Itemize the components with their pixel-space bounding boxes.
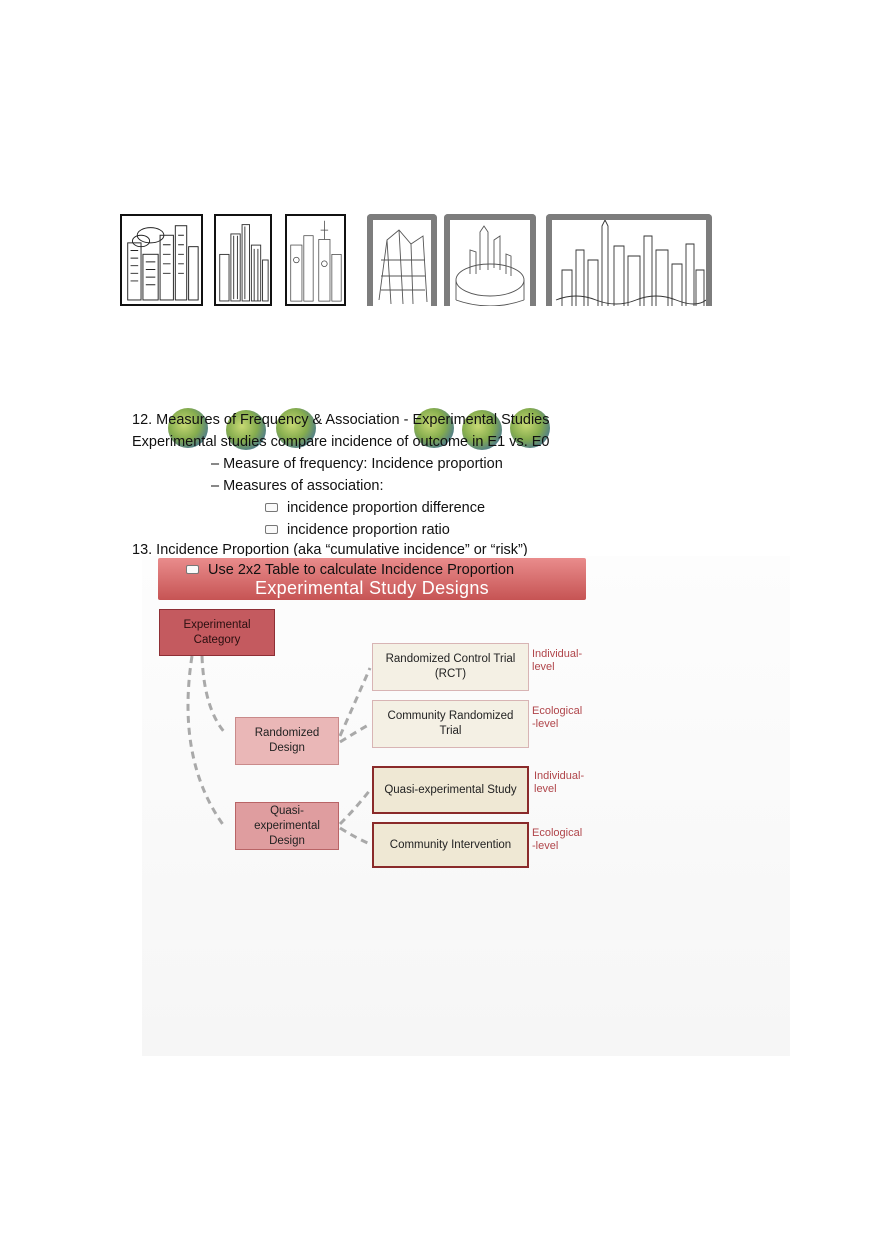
diagram-title: Experimental Study Designs: [255, 578, 489, 598]
city-sketch-3-art: [290, 220, 342, 302]
bullet-icon: [186, 564, 199, 574]
city-sketch-3: [285, 214, 346, 306]
level-label-individual-1: Individual-level: [532, 648, 583, 673]
bullet-difference: incidence proportion difference: [265, 500, 485, 516]
bullet-icon: [265, 502, 278, 512]
slide13-bullet-text: Use 2x2 Table to calculate Incidence Pro…: [208, 562, 515, 578]
connector-randomized-crt: [339, 722, 371, 744]
association-item: – Measures of association:: [211, 478, 384, 494]
city-sketch-2-art: [219, 224, 269, 302]
globe-decoration-3: [276, 408, 316, 448]
city-sketch-5: [444, 214, 536, 306]
city-sketch-2: [214, 214, 272, 306]
slide12-subtitle: Experimental studies compare incidence o…: [132, 434, 550, 450]
community-intervention-box: Community Intervention: [372, 822, 529, 868]
city-sketch-5-art: [455, 225, 525, 306]
quasi-experimental-design-box: Quasi-experimental Design: [235, 802, 339, 850]
city-sketch-1-art: [127, 225, 199, 301]
quasi-experimental-study-box: Quasi-experimental Study: [372, 766, 529, 814]
randomized-design-box: Randomized Design: [235, 717, 339, 765]
city-sketch-1: [120, 214, 203, 306]
globe-decoration-1: [168, 408, 208, 448]
level-label-individual-2: Individual-level: [534, 770, 585, 795]
globe-decoration-2: [226, 410, 266, 450]
slide12-title: 12. Measures of Frequency & Association …: [132, 412, 550, 428]
connector-quasi-ci: [339, 826, 371, 846]
slide13-bullet: Use 2x2 Table to calculate Incidence Pro…: [186, 562, 514, 578]
diagram-banner: Experimental Study Designs: [158, 558, 586, 600]
slide13-title: 13. Incidence Proportion (aka “cumulativ…: [132, 542, 528, 558]
connector-category-quasi: [186, 655, 226, 827]
globe-decoration-6: [510, 408, 550, 448]
city-sketch-6-art: [555, 220, 706, 306]
rct-box: Randomized Control Trial (RCT): [372, 643, 529, 691]
globe-decoration-5: [462, 410, 502, 450]
city-sketch-4: [367, 214, 437, 306]
connector-category-randomized: [200, 655, 228, 736]
frequency-item: – Measure of frequency: Incidence propor…: [211, 456, 503, 472]
bullet-difference-text: incidence proportion difference: [287, 500, 486, 516]
globe-decoration-4: [414, 408, 454, 448]
experimental-category-box: Experimental Category: [159, 609, 275, 656]
connector-randomized-rct: [338, 667, 372, 737]
community-randomized-trial-box: Community Randomized Trial: [372, 700, 529, 748]
bullet-ratio-text: incidence proportion ratio: [287, 522, 450, 538]
level-label-ecological-2: Ecological -level: [532, 827, 583, 852]
connector-quasi-qes: [338, 789, 372, 826]
city-sketch-4-art: [378, 229, 428, 305]
bullet-ratio: incidence proportion ratio: [265, 522, 450, 538]
city-sketch-6: [546, 214, 712, 306]
bullet-icon: [265, 524, 278, 534]
level-label-ecological-1: Ecological -level: [532, 705, 583, 730]
